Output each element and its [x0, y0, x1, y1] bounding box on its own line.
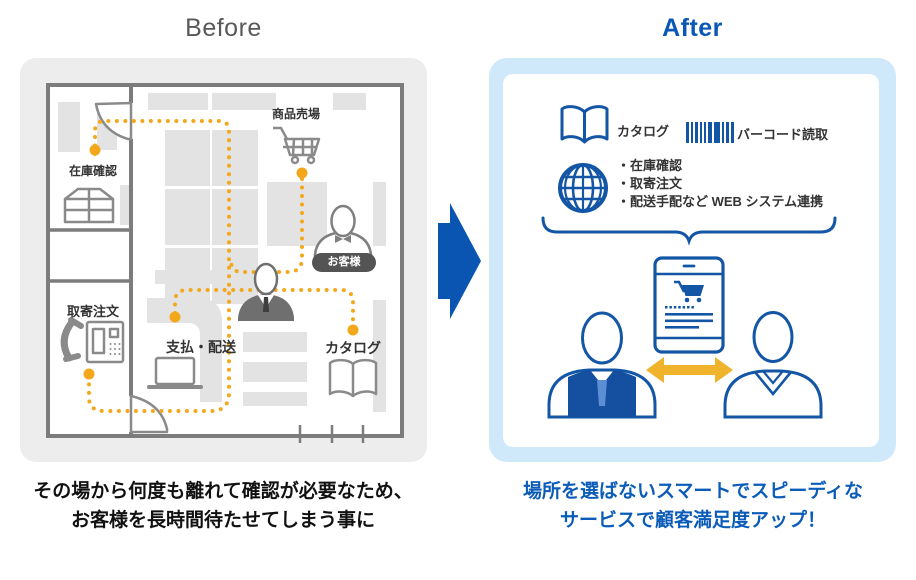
stock-check-label: 在庫確認 [68, 164, 118, 178]
customer-badge: お客様 [312, 253, 376, 272]
walking-path-dotted [87, 119, 355, 413]
exchange-double-arrow-icon [646, 357, 733, 383]
laptop-icon [147, 356, 203, 389]
customer-figure-after [723, 311, 823, 419]
before-floorplan [20, 58, 427, 462]
service-counter [147, 298, 222, 402]
after-heading: After [662, 14, 723, 42]
tablet-cart-icon [674, 280, 704, 303]
catalog-label-before: カタログ [325, 340, 381, 356]
curly-brace [541, 216, 837, 246]
after-caption: 場所を選ばないスマートでスピーディな サービスで顧客満足度アップ！ [487, 477, 899, 535]
web-feature-item: ・取寄注文 [617, 176, 683, 191]
floorplan-icons [60, 126, 378, 398]
staff-figure [238, 262, 294, 321]
entrance-ticks [298, 425, 365, 443]
door-arc-bottom [129, 394, 169, 434]
cart-icon [273, 126, 321, 165]
interior-walls [48, 85, 133, 436]
web-feature-list: ・在庫確認 ・取寄注文 ・配送手配など WEB システム連携 [617, 157, 823, 211]
bow-tie [335, 235, 351, 243]
web-feature-item: ・配送手配など WEB システム連携 [617, 194, 824, 209]
sales-floor-label: 商品売場 [271, 107, 321, 121]
staff-tie [597, 380, 607, 406]
barcode-icon [686, 122, 734, 143]
catalog-label-after: カタログ [617, 124, 670, 139]
before-caption-line1: その場から何度も離れて確認が必要なため、 [33, 481, 413, 502]
door-arc-top [94, 101, 133, 141]
before-to-after-arrow [438, 203, 481, 319]
tablet-icon [653, 256, 725, 354]
after-caption-line1: 場所を選ばないスマートでスピーディな [522, 481, 864, 502]
back-order-label: 取寄注文 [66, 304, 120, 319]
before-heading: Before [185, 14, 262, 42]
stock-box-icon [63, 187, 115, 224]
after-caption-line2: サービスで顧客満足度アップ！ [559, 510, 826, 531]
web-feature-item: ・在庫確認 [617, 158, 683, 173]
web-globe-icon [558, 163, 608, 213]
customer-figure [313, 204, 373, 260]
desk-phone-icon [85, 320, 125, 364]
catalog-book-icon [560, 105, 609, 144]
payment-delivery-label: 支払・配送 [166, 339, 236, 355]
barcode-label: バーコード読取 [737, 127, 829, 142]
open-book-icon [328, 358, 378, 398]
shelf-blocks [58, 93, 386, 412]
before-caption: その場から何度も離れて確認が必要なため、 お客様を長時間待たせてしまう事に [13, 477, 433, 535]
staff-figure-after [547, 311, 657, 419]
after-panel [489, 58, 896, 462]
phone-handset-icon [60, 317, 84, 362]
tablet-screen-text [665, 306, 713, 329]
path-endpoint-dots [83, 144, 359, 380]
before-caption-line2: お客様を長時間待たせてしまう事に [70, 510, 375, 531]
